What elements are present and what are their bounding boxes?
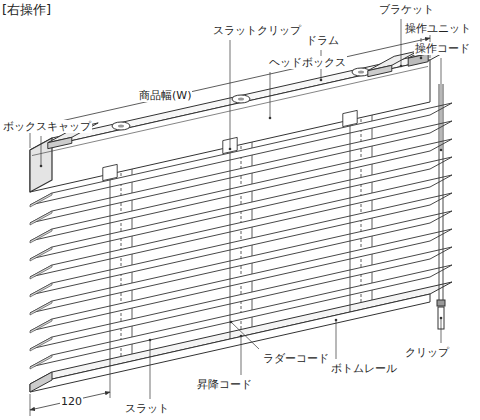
- dimension-label: 商品幅(W): [138, 89, 192, 102]
- leader-line: [231, 322, 259, 349]
- part-label: ラダーコード: [262, 352, 330, 365]
- leader-line: [401, 19, 402, 66]
- part-label: スラットクリップ: [212, 24, 302, 37]
- slat-edge: [30, 265, 52, 279]
- part-label: ドラム: [305, 34, 340, 47]
- operation-cord: [439, 84, 440, 300]
- drum-axis: [118, 125, 124, 128]
- extension-line: [110, 366, 111, 398]
- leader-dot: [229, 148, 232, 151]
- bracket-front: [48, 137, 72, 148]
- bottom-rail-top: [30, 282, 452, 384]
- operation-cord: [443, 84, 444, 300]
- leader-dot: [440, 317, 443, 320]
- part-label: ボックスキャップ: [2, 120, 92, 133]
- part-label: ヘッドボックス: [268, 56, 347, 69]
- leader-line: [336, 320, 337, 359]
- leader-line: [41, 136, 42, 166]
- slat-edge: [30, 337, 52, 351]
- drum: [232, 95, 250, 103]
- leader-dot: [149, 339, 152, 342]
- dimension-line: [30, 392, 110, 410]
- leader-line: [241, 336, 242, 375]
- bracket-front: [368, 65, 392, 76]
- leader-dot: [320, 79, 323, 82]
- ladder-cord-front: [230, 147, 231, 339]
- part-label: 操作ユニット: [404, 22, 472, 35]
- leader-line: [441, 58, 442, 150]
- slat-edge: [30, 319, 52, 333]
- cord-clip: [437, 300, 445, 306]
- title: [右操作]: [2, 2, 51, 17]
- operation-unit-front: [408, 54, 428, 66]
- ladder-cord-front: [110, 174, 111, 366]
- ladder-cord-front: [350, 120, 351, 312]
- extension-line: [30, 394, 31, 416]
- leader-dot: [420, 57, 423, 60]
- part-label: スラット: [124, 402, 170, 415]
- slat-clip: [103, 164, 117, 180]
- part-label: 操作コード: [414, 42, 471, 55]
- leader-line: [230, 40, 231, 149]
- leader-dot: [40, 165, 43, 168]
- slat-edge: [30, 283, 52, 297]
- leader-dot: [230, 321, 233, 324]
- leader-line: [270, 72, 271, 118]
- leader-line: [441, 318, 442, 343]
- dimension-label: 120: [60, 395, 83, 408]
- slat-clip: [343, 110, 357, 126]
- part-label: 昇降コード: [196, 378, 253, 391]
- leader-dot: [269, 117, 272, 120]
- part-label: ブラケット: [378, 3, 435, 16]
- slat-edge: [30, 211, 52, 225]
- leader-line: [150, 340, 151, 399]
- slat-edge: [30, 301, 52, 315]
- leader-dot: [335, 319, 338, 322]
- part-label: クリップ: [404, 346, 450, 359]
- slat-edge: [30, 229, 52, 243]
- slat-edge: [30, 247, 52, 261]
- drum-axis: [358, 71, 364, 74]
- drum-axis: [238, 98, 244, 101]
- part-label: ボトムレール: [330, 362, 398, 375]
- slat-edge: [30, 355, 52, 369]
- drum: [112, 122, 130, 130]
- bottom-rail-cap: [30, 372, 52, 392]
- leader-dot: [240, 335, 243, 338]
- leader-dot: [400, 65, 403, 68]
- leader-dot: [440, 149, 443, 152]
- slat-edge: [30, 193, 52, 207]
